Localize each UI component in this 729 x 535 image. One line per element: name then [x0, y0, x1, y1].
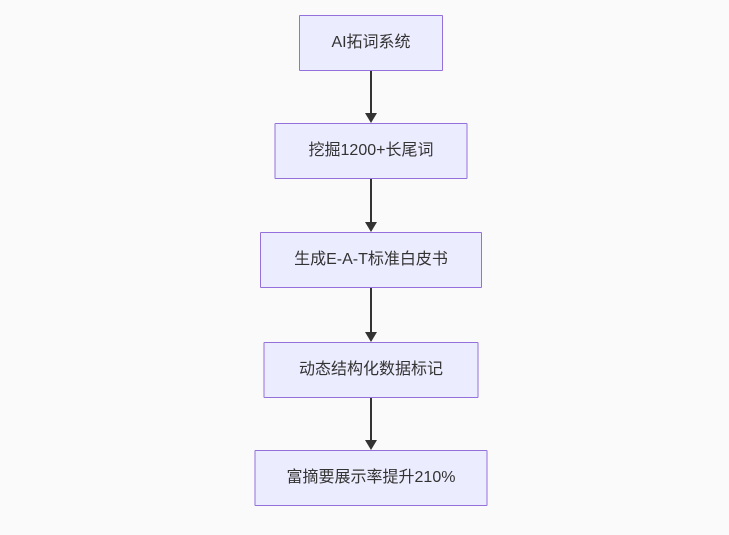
- arrow-line: [370, 398, 372, 441]
- flow-node-dynamic-structured-data-markup: 动态结构化数据标记: [263, 342, 479, 398]
- node-label: 生成E-A-T标准白皮书: [294, 251, 448, 268]
- arrowhead-down-icon: [365, 440, 377, 450]
- node-label: 挖掘1200+长尾词: [308, 142, 434, 159]
- node-label: AI拓词系统: [331, 34, 411, 51]
- node-label: 动态结构化数据标记: [298, 361, 443, 378]
- flow-node-ai-word-expansion-system: AI拓词系统: [299, 15, 443, 71]
- arrowhead-down-icon: [365, 222, 377, 232]
- arrowhead-down-icon: [365, 332, 377, 342]
- node-label: 富摘要展示率提升210%: [286, 469, 456, 486]
- arrow-line: [370, 71, 372, 114]
- flow-node-longtail-keyword-mining: 挖掘1200+长尾词: [274, 123, 468, 179]
- arrow-line: [370, 179, 372, 223]
- arrowhead-down-icon: [365, 113, 377, 123]
- flow-node-eat-whitepaper-generation: 生成E-A-T标准白皮书: [260, 232, 482, 288]
- arrow-line: [370, 288, 372, 333]
- flow-node-rich-snippet-rate-increase: 富摘要展示率提升210%: [254, 450, 488, 506]
